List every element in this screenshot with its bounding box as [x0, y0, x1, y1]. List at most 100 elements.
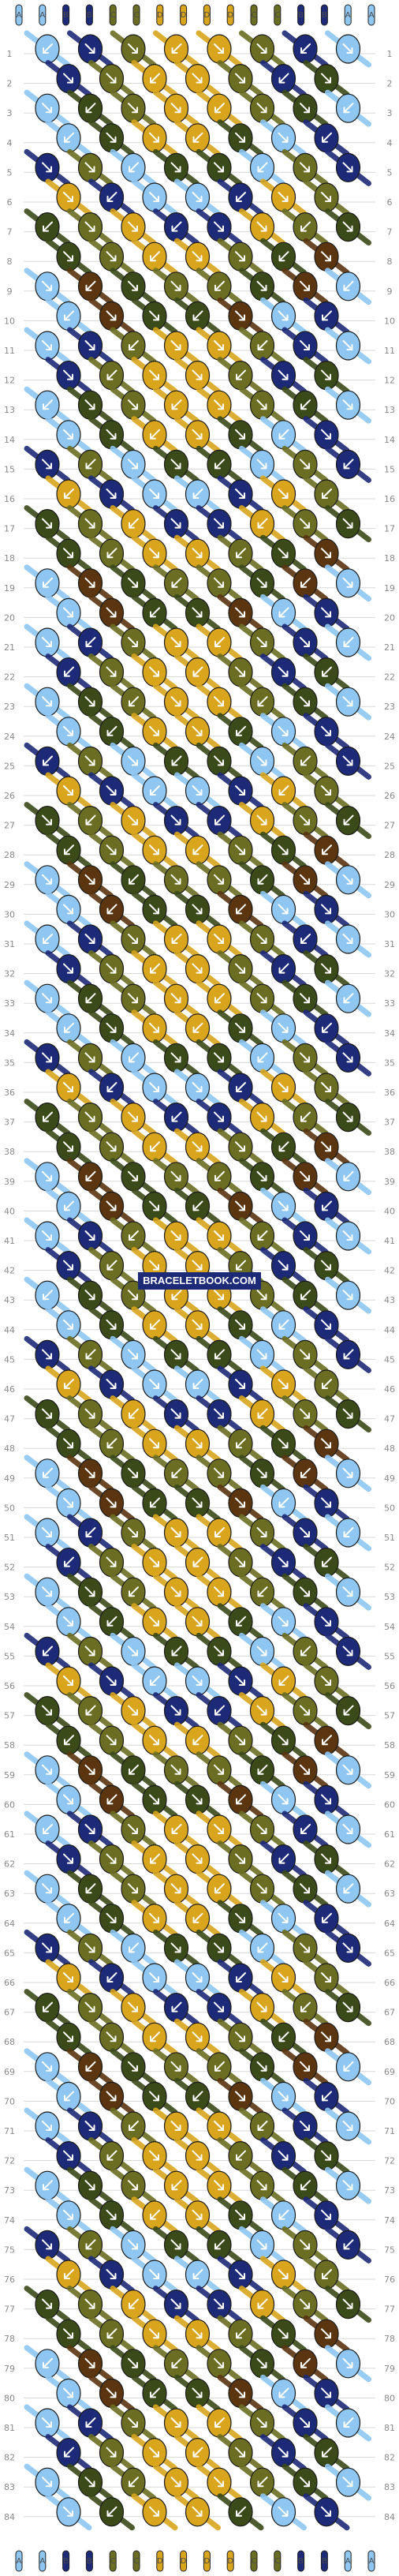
knot-direction-arrow: [214, 696, 224, 707]
knot-direction-arrow: [63, 73, 73, 84]
row-number-right: 14: [384, 435, 395, 445]
knot-direction-arrow: [106, 2506, 117, 2517]
knot-direction-arrow: [192, 429, 203, 440]
knot-direction-arrow: [128, 2061, 138, 2072]
knot-direction-arrow: [343, 1170, 354, 1181]
knot-direction-arrow: [64, 2091, 74, 2102]
knot-direction-arrow: [256, 1824, 267, 1834]
knot-direction-arrow: [42, 2121, 52, 2131]
row-number-right: 3: [387, 108, 393, 118]
knot-direction-arrow: [257, 1408, 268, 1419]
knot-direction-arrow: [342, 934, 353, 944]
row-number-left: 8: [7, 256, 13, 267]
row-number-right: 21: [384, 642, 395, 653]
knot-direction-arrow: [63, 369, 73, 380]
knot-direction-arrow: [192, 1438, 203, 1449]
knot-direction-arrow: [106, 1497, 117, 1508]
knot-direction-arrow: [214, 2239, 225, 2250]
knot-direction-arrow: [64, 1022, 74, 1033]
row-number-right: 69: [384, 2067, 395, 2077]
row-number-left: 20: [4, 612, 15, 623]
knot-direction-arrow: [300, 280, 310, 291]
knot-direction-arrow: [85, 103, 96, 114]
knot-direction-arrow: [256, 2239, 267, 2250]
knot-direction-arrow: [236, 725, 246, 736]
string-label-top: B: [322, 11, 327, 20]
knot-direction-arrow: [128, 1349, 138, 1360]
knot-direction-arrow: [214, 637, 225, 647]
knot-direction-arrow: [150, 1319, 160, 1330]
knot-grid: [24, 30, 371, 2531]
knot-direction-arrow: [85, 2061, 96, 2072]
row-number-right: 46: [384, 1384, 395, 1395]
row-number-left: 46: [4, 1384, 15, 1395]
knot-direction-arrow: [300, 1883, 310, 1894]
knot-direction-arrow: [192, 1853, 203, 1864]
knot-direction-arrow: [300, 1527, 310, 1537]
string-label-top: D: [227, 11, 233, 20]
knot-direction-arrow: [214, 1883, 225, 1894]
knot-direction-arrow: [43, 755, 53, 766]
knot-direction-arrow: [236, 1972, 246, 1983]
knot-direction-arrow: [256, 43, 267, 54]
knot-direction-arrow: [43, 1824, 53, 1834]
knot-direction-arrow: [42, 2477, 52, 2488]
knot-direction-arrow: [63, 1082, 73, 1092]
knot-direction-arrow: [170, 2417, 181, 2428]
knot-direction-arrow: [106, 1260, 117, 1271]
row-number-right: 12: [384, 376, 395, 386]
knot-direction-arrow: [321, 73, 331, 84]
knot-direction-arrow: [42, 1052, 52, 1063]
knot-direction-arrow: [256, 755, 267, 766]
knot-direction-arrow: [84, 2357, 95, 2368]
knot-direction-arrow: [321, 1616, 331, 1627]
row-number-right: 35: [384, 1058, 395, 1068]
knot-direction-arrow: [192, 1972, 203, 1983]
knot-direction-arrow: [42, 1764, 52, 1775]
row-number-right: 37: [384, 1118, 395, 1128]
knot-direction-arrow: [128, 1290, 138, 1301]
knot-direction-arrow: [106, 785, 117, 796]
knot-direction-arrow: [342, 874, 353, 885]
knot-direction-arrow: [300, 1349, 310, 1360]
knot-direction-arrow: [235, 1735, 245, 1746]
knot-direction-arrow: [106, 251, 117, 262]
knot-direction-arrow: [128, 934, 138, 944]
knot-direction-arrow: [84, 1824, 95, 1834]
knot-direction-arrow: [322, 1556, 332, 1567]
knot-direction-arrow: [322, 1912, 332, 1923]
row-number-right: 2: [387, 79, 393, 89]
knot-direction-arrow: [150, 963, 160, 974]
knot-direction-arrow: [84, 2001, 95, 2012]
knot-direction-arrow: [256, 2001, 267, 2012]
knot-direction-arrow: [235, 844, 245, 856]
row-number-left: 52: [4, 1563, 15, 1573]
knot-direction-arrow: [278, 1379, 289, 1389]
knot-direction-arrow: [214, 280, 225, 291]
knot-direction-arrow: [106, 2447, 117, 2458]
knot-direction-arrow: [257, 162, 268, 173]
knot-direction-arrow: [149, 1794, 159, 1805]
knot-direction-arrow: [128, 280, 138, 291]
row-number-right: 71: [384, 2126, 395, 2136]
knot-direction-arrow: [278, 2031, 289, 2042]
row-number-left: 41: [4, 1236, 15, 1246]
knot-direction-arrow: [278, 1616, 289, 1627]
knot-direction-arrow: [321, 548, 331, 559]
row-number-right: 51: [384, 1533, 395, 1543]
knot-direction-arrow: [106, 192, 117, 202]
knot-direction-arrow: [214, 2121, 224, 2131]
knot-direction-arrow: [149, 489, 159, 499]
knot-direction-arrow: [192, 1912, 203, 1923]
knot-direction-arrow: [63, 785, 73, 796]
row-number-left: 14: [4, 435, 15, 445]
row-number-right: 8: [387, 256, 393, 267]
row-number-left: 22: [4, 672, 15, 683]
knot-direction-arrow: [300, 755, 311, 766]
knot-direction-arrow: [256, 577, 267, 588]
row-number-left: 10: [4, 316, 15, 326]
knot-direction-arrow: [257, 1230, 268, 1241]
knot-direction-arrow: [42, 1705, 52, 1716]
row-number-left: 38: [4, 1147, 15, 1157]
knot-direction-arrow: [106, 2209, 117, 2220]
